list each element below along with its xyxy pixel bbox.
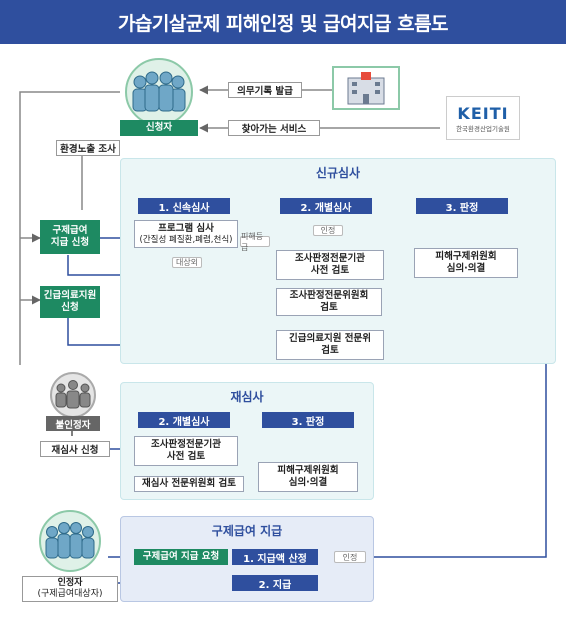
urgent-apply-line2: 신청 bbox=[61, 302, 79, 313]
payment-title: 구제급여 지급 bbox=[211, 524, 283, 538]
expert-committee-line1: 조사판정전문위원회 bbox=[289, 290, 369, 302]
re-survey-review-line1: 조사판정전문기관 bbox=[151, 439, 221, 451]
re-relief-committee-box: 피해구제위원회 심의·의결 bbox=[258, 462, 358, 492]
survey-review-line2: 사전 검토 bbox=[310, 265, 350, 276]
re-step3-tab: 3. 판정 bbox=[262, 412, 354, 428]
non-recognized-label: 불인정자 bbox=[46, 416, 100, 431]
re-committee-box: 재심사 전문위원회 검토 bbox=[134, 476, 244, 492]
re-review-title: 재심사 bbox=[230, 390, 264, 404]
hospital-icon bbox=[332, 66, 400, 110]
expert-committee-line2: 검토 bbox=[320, 302, 338, 313]
relief-apply-line2: 지급 신청 bbox=[50, 237, 90, 248]
env-exposure-box: 환경노출 조사 bbox=[56, 140, 120, 156]
survey-review-box: 조사판정전문기관 사전 검토 bbox=[276, 250, 384, 280]
payment-step2-tab: 2. 지급 bbox=[232, 575, 318, 591]
re-relief-committee-line1: 피해구제위원회 bbox=[277, 465, 339, 477]
re-step2-tab: 2. 개별심사 bbox=[138, 412, 230, 428]
urgent-review-line2: 검토 bbox=[321, 345, 339, 356]
urgent-apply-line1: 긴급의료지원 bbox=[43, 289, 97, 301]
new-step3-tab: 3. 판정 bbox=[416, 198, 508, 214]
re-survey-review-line2: 사전 검토 bbox=[166, 451, 206, 462]
recognized-tag: 인정 bbox=[313, 225, 343, 236]
visiting-service-box: 찾아가는 서비스 bbox=[228, 120, 320, 136]
new-review-title: 신규심사 bbox=[315, 166, 361, 180]
new-step2-tab: 2. 개별심사 bbox=[280, 198, 372, 214]
re-apply-box: 재심사 신청 bbox=[40, 441, 110, 457]
relief-apply-line1: 구제급여 bbox=[52, 224, 88, 236]
applicant-label: 신청자 bbox=[120, 120, 198, 136]
relief-apply-box: 구제급여 지급 신청 bbox=[40, 220, 100, 254]
recognized-people-icon bbox=[32, 510, 108, 572]
damage-grade-tag: 피해등급 bbox=[240, 232, 270, 252]
new-step1-tab: 1. 신속심사 bbox=[138, 198, 230, 214]
re-survey-review-box: 조사판정전문기관 사전 검토 bbox=[134, 436, 238, 466]
recognized-person-line2: (구제급여대상자) bbox=[37, 589, 103, 599]
urgent-apply-box: 긴급의료지원 신청 bbox=[40, 286, 100, 318]
re-relief-committee-line2: 심의·의결 bbox=[288, 477, 328, 488]
keiti-name: 한국환경산업기술원 bbox=[456, 124, 510, 133]
urgent-review-line1: 긴급의료지원 전문위 bbox=[289, 333, 371, 345]
relief-committee-line2: 심의·의결 bbox=[446, 263, 486, 274]
payment-recognized-tag: 인정 bbox=[334, 551, 366, 563]
mandatory-record-box: 의무기록 발급 bbox=[228, 82, 302, 98]
expert-committee-box: 조사판정전문위원회 검토 bbox=[276, 288, 382, 316]
keiti-logo: KEITI 한국환경산업기술원 bbox=[446, 96, 520, 140]
program-review-box: 프로그램 심사 (간질성 폐질환,폐렴,천식) bbox=[134, 220, 238, 248]
relief-committee-line1: 피해구제위원회 bbox=[435, 251, 497, 263]
target-tag: 대상외 bbox=[172, 257, 202, 268]
payment-step1-tab: 1. 지급액 산정 bbox=[232, 549, 318, 565]
page-title: 가습기살균제 피해인정 및 급여지급 흐름도 bbox=[0, 0, 566, 44]
survey-review-line1: 조사판정전문기관 bbox=[295, 253, 365, 265]
non-recognized-people-icon bbox=[44, 372, 102, 418]
recognized-person-label: 인정자 (구제급여대상자) bbox=[22, 576, 118, 602]
applicant-people-icon bbox=[118, 58, 200, 126]
program-review-label: 프로그램 심사 bbox=[158, 222, 214, 234]
relief-committee-box: 피해구제위원회 심의·의결 bbox=[414, 248, 518, 278]
urgent-review-box: 긴급의료지원 전문위 검토 bbox=[276, 330, 384, 360]
program-review-sub: (간질성 폐질환,폐렴,천식) bbox=[139, 234, 233, 245]
payment-request-box: 구제급여 지급 요청 bbox=[134, 549, 228, 565]
keiti-logo-text: KEITI bbox=[457, 103, 509, 123]
recognized-person-line1: 인정자 bbox=[57, 577, 83, 588]
